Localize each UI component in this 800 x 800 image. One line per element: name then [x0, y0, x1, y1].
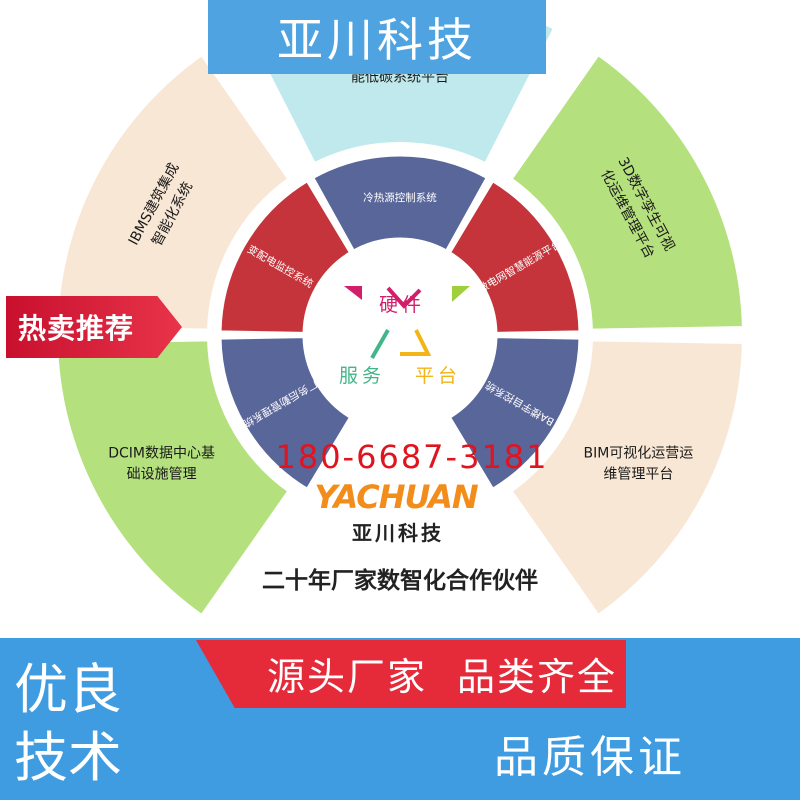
cycle-arrows-icon [344, 286, 470, 359]
inner-segment-4 [218, 335, 353, 492]
phone-number: 180-6687-3181 [275, 438, 548, 476]
company-logo: YACHUAN [314, 478, 478, 516]
top-title: 亚川科技 [208, 0, 546, 74]
ribbon-item-full-range: 品类齐全 [457, 654, 618, 699]
outer-segment-3 [504, 335, 749, 622]
center-label-platform: 平台 [415, 365, 461, 387]
hot-recommend-badge[interactable]: 热卖推荐 [6, 296, 182, 358]
center-label-service: 服务 [339, 365, 385, 387]
red-ribbon [196, 640, 626, 708]
inner-segment-1 [310, 153, 490, 254]
outer-segment-text: 维管理平台 [603, 466, 673, 482]
red-ribbon-text: 源头厂家 品类齐全 [252, 642, 632, 704]
outer-segment-2 [504, 48, 749, 335]
inner-segment-3 [447, 335, 582, 492]
bottom-right-text: 品质保证 [494, 732, 686, 783]
inner-segment-2 [447, 178, 582, 335]
center-label-hardware: 硬件 [379, 294, 425, 316]
inner-segment-label-1: 冷热源控制系统 [363, 191, 437, 204]
slogan: 二十年厂家数智化合作伙伴 [262, 567, 538, 594]
bottom-left-line-1: 优良 [14, 658, 122, 721]
bottom-left-text: 优良 技术 [14, 656, 174, 792]
outer-segment-text: BIM可视化运营运 [583, 445, 693, 461]
outer-segment-text: DCIM数据中心基 [108, 444, 215, 461]
outer-segment-5 [51, 48, 296, 335]
ribbon-item-source-factory: 源头厂家 [266, 654, 427, 699]
inner-segment-5 [218, 178, 353, 335]
outer-segment-text: 础设施管理 [127, 466, 197, 482]
company-name: 亚川科技 [352, 521, 444, 545]
bottom-left-line-2: 技术 [14, 726, 122, 789]
